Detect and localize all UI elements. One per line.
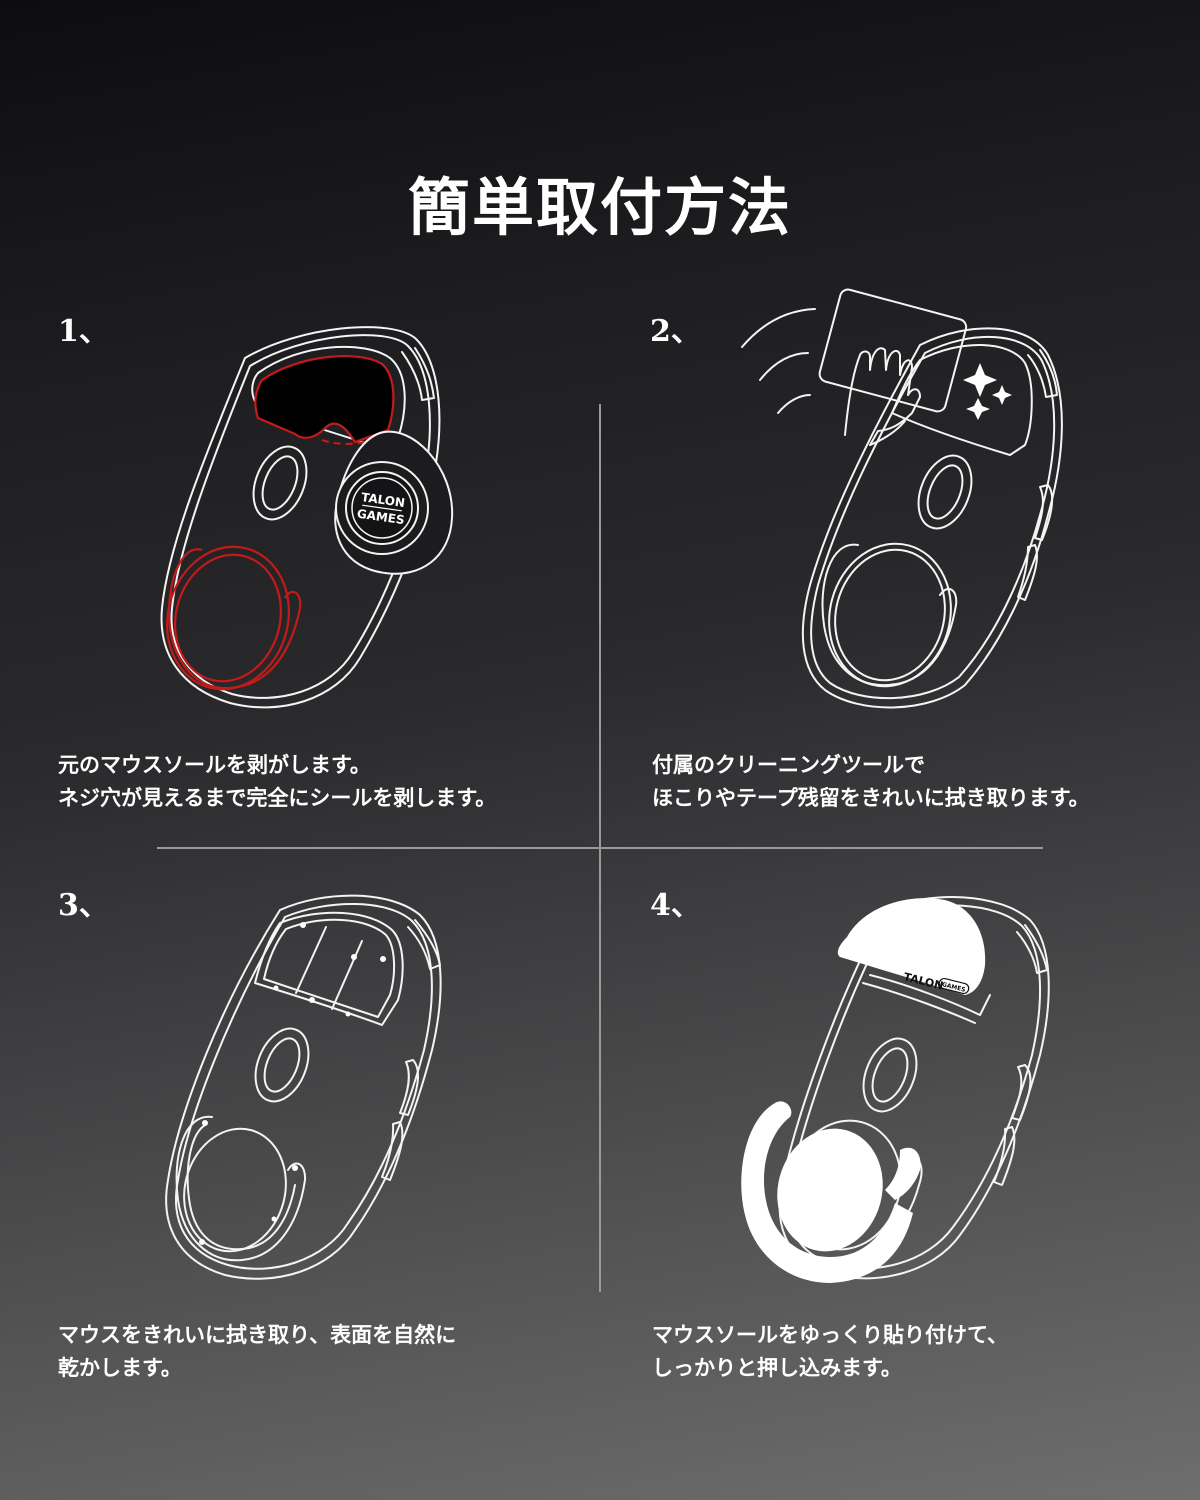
step-4-number: 4、 — [650, 888, 701, 923]
step-2-number: 2、 — [650, 314, 701, 349]
mouse-bottom-with-pry-tool-icon: TALON GAMES — [160, 326, 454, 709]
step-1-number: 1、 — [58, 314, 109, 349]
step-1-line-2: ネジ穴が見えるまで完全にシールを剥します。 — [58, 785, 497, 810]
hand-wiping-mouse-icon — [741, 288, 1063, 709]
step-1-description: 元のマウスソールを剥がします。 ネジ穴が見えるまで完全にシールを剥します。 — [58, 748, 496, 814]
step-2-description: 付属のクリーニングツールで ほこりやテープ残留をきれいに拭き取ります。 — [652, 748, 1090, 814]
step-2-line-1: 付属のクリーニングツールで — [652, 752, 925, 777]
horizontal-divider — [157, 847, 1043, 849]
games-text: GAMES — [356, 507, 405, 528]
page-title: 簡単取付方法 — [407, 171, 792, 244]
step-4-line-1: マウスソールをゆっくり貼り付けて、 — [652, 1322, 1008, 1347]
step-3-illustration — [150, 885, 450, 1295]
step-1-line-1: 元のマウスソールを剥がします。 — [58, 752, 371, 777]
step-4-illustration: TALON GAMES — [735, 885, 1065, 1295]
step-3-line-2: 乾かします。 — [58, 1355, 182, 1380]
mouse-with-new-skates-icon: TALON GAMES — [741, 896, 1050, 1283]
step-3-number: 3、 — [58, 888, 109, 923]
clean-mouse-bottom-icon — [165, 894, 442, 1280]
step-1-illustration: TALON GAMES — [150, 318, 470, 718]
step-4-description: マウスソールをゆっくり貼り付けて、 しっかりと押し込みます。 — [652, 1318, 1008, 1384]
talon-text: TALON — [360, 490, 406, 510]
step-3-description: マウスをきれいに拭き取り、表面を自然に 乾かします。 — [58, 1318, 456, 1384]
step-2-line-2: ほこりやテープ残留をきれいに拭き取ります。 — [652, 785, 1090, 810]
step-4-line-2: しっかりと押し込みます。 — [652, 1355, 902, 1380]
step-2-illustration — [730, 288, 1090, 715]
step-3-line-1: マウスをきれいに拭き取り、表面を自然に — [58, 1322, 457, 1347]
